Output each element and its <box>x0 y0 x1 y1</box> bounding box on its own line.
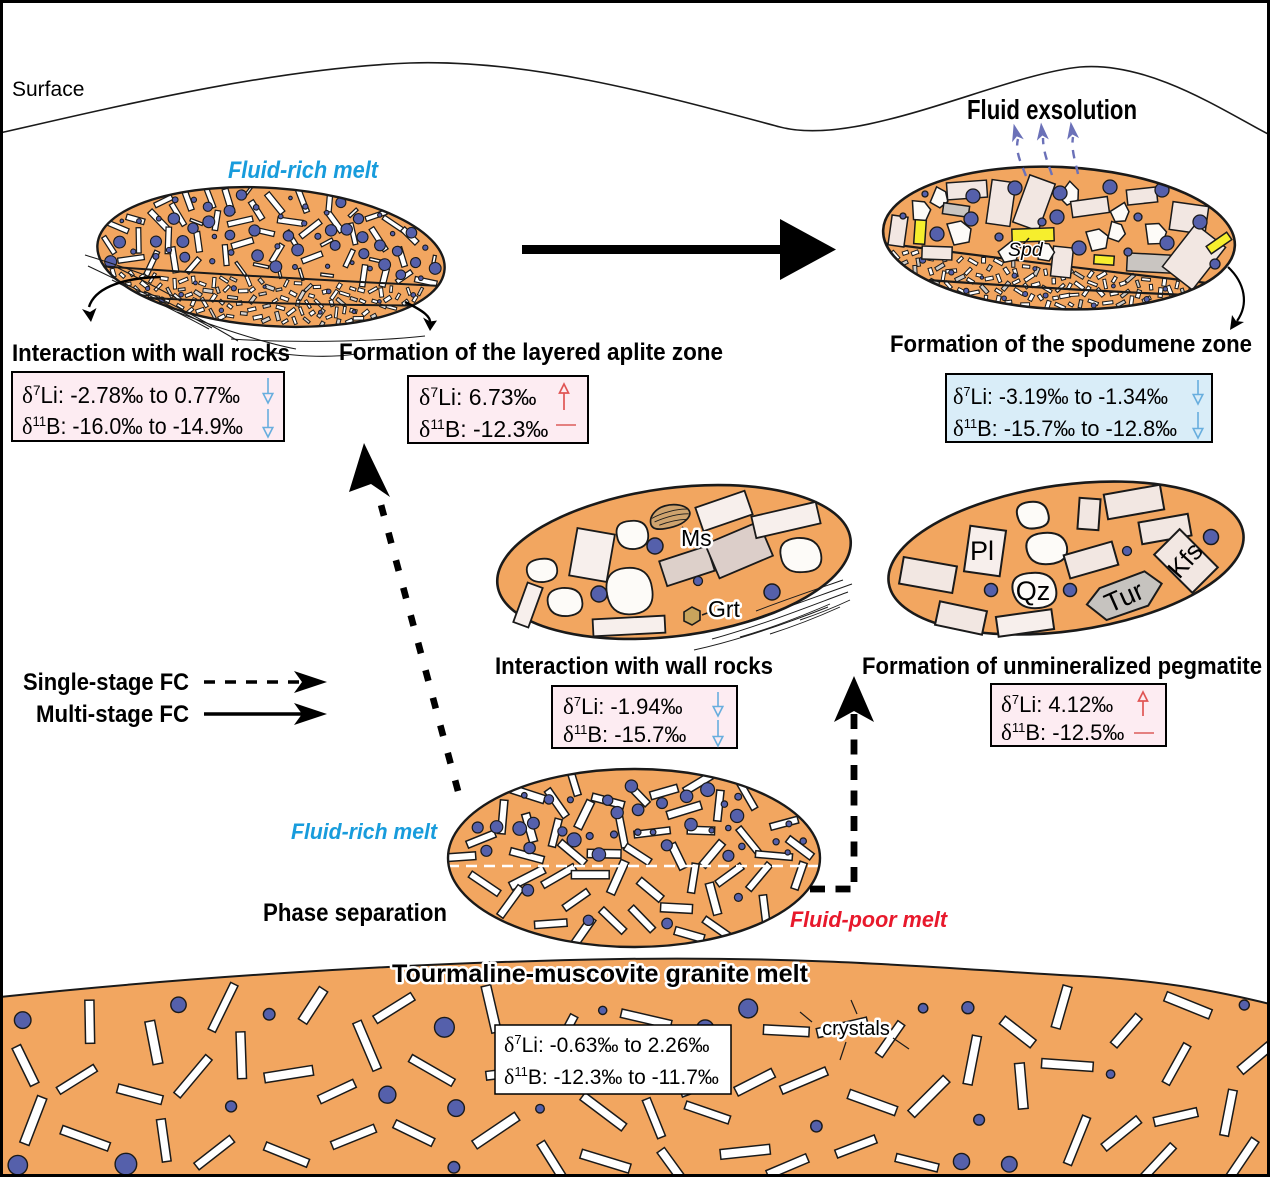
svg-text:Grt: Grt <box>708 596 741 622</box>
svg-text:Tourmaline-muscovite granite m: Tourmaline-muscovite granite melt <box>392 960 809 988</box>
svg-text:Fluid-rich melt: Fluid-rich melt <box>291 819 439 844</box>
svg-text:δ7Li: 4.12‰: δ7Li: 4.12‰ <box>1001 692 1113 717</box>
svg-text:Fluid exsolution: Fluid exsolution <box>967 94 1137 125</box>
svg-text:Interaction with wall rocks: Interaction with wall rocks <box>12 340 290 367</box>
svg-text:Grt: Grt <box>708 596 741 622</box>
svg-text:Formation of the layered aplit: Formation of the layered aplite zone <box>339 339 723 366</box>
svg-text:δ7Li: -2.78‰ to 0.77‰: δ7Li: -2.78‰ to 0.77‰ <box>22 382 240 409</box>
svg-text:Spd: Spd <box>1008 239 1044 261</box>
svg-text:δ7Li: 6.73‰: δ7Li: 6.73‰ <box>419 384 537 411</box>
svg-text:Single-stage FC: Single-stage FC <box>23 669 189 696</box>
svg-text:Multi-stage FC: Multi-stage FC <box>36 701 189 728</box>
svg-text:δ7Li: -3.19‰ to -1.34‰: δ7Li: -3.19‰ to -1.34‰ <box>953 384 1168 409</box>
svg-text:Ms: Ms <box>681 525 712 551</box>
svg-text:δ7Li: -1.94‰: δ7Li: -1.94‰ <box>563 694 683 719</box>
svg-text:Fluid-poor melt: Fluid-poor melt <box>790 907 949 932</box>
svg-text:Pl: Pl <box>970 536 994 566</box>
svg-text:crystals: crystals <box>822 1018 890 1040</box>
svg-text:δ11B: -12.5‰: δ11B: -12.5‰ <box>1001 720 1124 745</box>
svg-text:Qz: Qz <box>1016 576 1051 606</box>
svg-text:Surface: Surface <box>12 78 84 101</box>
svg-text:Fluid-rich melt: Fluid-rich melt <box>228 157 379 184</box>
svg-text:crystals: crystals <box>822 1018 890 1040</box>
svg-text:Ms: Ms <box>681 525 712 551</box>
svg-text:δ7Li: -0.63‰ to 2.26‰: δ7Li: -0.63‰ to 2.26‰ <box>504 1032 710 1057</box>
svg-text:δ11B: -15.7‰ to -12.8‰: δ11B: -15.7‰ to -12.8‰ <box>953 416 1177 441</box>
svg-text:δ11B: -15.7‰: δ11B: -15.7‰ <box>563 722 686 747</box>
svg-text:Phase separation: Phase separation <box>263 899 447 927</box>
svg-text:Tourmaline-muscovite granite m: Tourmaline-muscovite granite melt <box>392 960 809 988</box>
svg-text:δ11B: -12.3‰: δ11B: -12.3‰ <box>419 416 548 443</box>
svg-text:Interaction with wall rocks: Interaction with wall rocks <box>495 653 773 680</box>
svg-text:Formation of unmineralized peg: Formation of unmineralized pegmatite <box>862 653 1262 680</box>
svg-text:δ11B: -16.0‰ to -14.9‰: δ11B: -16.0‰ to -14.9‰ <box>22 413 243 440</box>
svg-text:Spd: Spd <box>1008 239 1044 261</box>
svg-text:δ11B: -12.3‰ to -11.7‰: δ11B: -12.3‰ to -11.7‰ <box>504 1064 719 1089</box>
svg-text:Formation of the spodumene zon: Formation of the spodumene zone <box>890 331 1252 358</box>
